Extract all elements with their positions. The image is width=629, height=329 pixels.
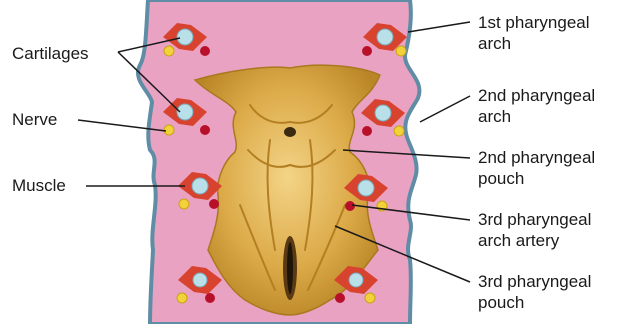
label-arch2-line2: arch xyxy=(478,107,511,127)
laryngeal-slit-shadow xyxy=(287,242,293,294)
leader-arch1 xyxy=(408,22,470,32)
label-arch2-line1: 2nd pharyngeal xyxy=(478,86,595,106)
label-arch1-line2: arch xyxy=(478,34,511,54)
label-arch1-line1: 1st pharyngeal xyxy=(478,13,590,33)
leader-arch2 xyxy=(420,96,470,122)
label-artery3-line1: 3rd pharyngeal xyxy=(478,210,591,230)
label-pouch2-line1: 2nd pharyngeal xyxy=(478,148,595,168)
label-cartilages: Cartilages xyxy=(12,44,89,64)
label-nerve: Nerve xyxy=(12,110,57,130)
label-pouch2-line2: pouch xyxy=(478,169,524,189)
floor-pit xyxy=(284,127,296,137)
label-pouch3-line2: pouch xyxy=(478,293,524,313)
label-muscle: Muscle xyxy=(12,176,66,196)
label-artery3-line2: arch artery xyxy=(478,231,559,251)
label-pouch3-line1: 3rd pharyngeal xyxy=(478,272,591,292)
